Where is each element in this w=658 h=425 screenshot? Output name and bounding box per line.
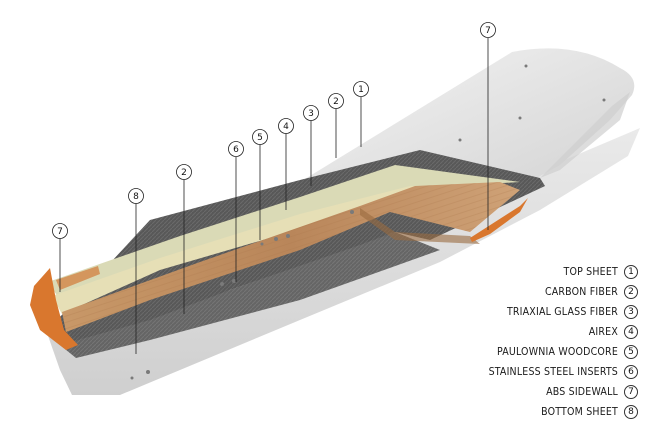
legend-item-abs-sidewall: ABS SIDEWALL 7 (470, 382, 638, 402)
legend-number: 8 (624, 405, 638, 419)
legend-item-airex: AIREX 4 (470, 322, 638, 342)
legend-number: 2 (624, 285, 638, 299)
legend-item-paulownia-woodcore: PAULOWNIA WOODCORE 5 (470, 342, 638, 362)
abs-sidewall-nose (470, 198, 528, 242)
legend-label: CARBON FIBER (544, 286, 618, 298)
callout-1: 1 (358, 85, 364, 95)
legend-item-triaxial-glass-fiber: TRIAXIAL GLASS FIBER 3 (470, 302, 638, 322)
carbon-fiber-lower (60, 232, 440, 358)
callout-7-tail: 7 (57, 227, 63, 237)
legend-number: 3 (624, 305, 638, 319)
legend-number: 4 (624, 325, 638, 339)
triaxial-glass-layer (48, 165, 520, 300)
legend-item-stainless-steel-inserts: STAINLESS STEEL INSERTS 6 (470, 362, 638, 382)
legend-label: STAINLESS STEEL INSERTS (488, 366, 618, 378)
legend-item-bottom-sheet: BOTTOM SHEET 8 (470, 402, 638, 422)
abs-sidewall-tail (30, 268, 78, 350)
legend-label: BOTTOM SHEET (541, 406, 618, 418)
callout-5: 5 (257, 133, 263, 143)
callout-4: 4 (283, 122, 289, 132)
legend-number: 1 (624, 265, 638, 279)
legend-label: ABS SIDEWALL (546, 386, 618, 398)
legend-label: PAULOWNIA WOODCORE (496, 346, 618, 358)
callout-6: 6 (233, 145, 239, 155)
legend: TOP SHEET 1 CARBON FIBER 2 TRIAXIAL GLAS… (470, 262, 638, 422)
callout-3: 3 (308, 109, 314, 119)
stainless-steel-inserts (130, 64, 606, 380)
legend-label: AIREX (588, 326, 618, 338)
callout-2: 2 (333, 97, 339, 107)
legend-label: TOP SHEET (563, 266, 618, 278)
callout-7-nose: 7 (485, 26, 491, 36)
callout-2-lower: 2 (181, 168, 187, 178)
callout-8: 8 (133, 192, 139, 202)
legend-number: 6 (624, 365, 638, 379)
legend-label: TRIAXIAL GLASS FIBER (506, 306, 618, 318)
legend-number: 7 (624, 385, 638, 399)
legend-item-carbon-fiber: CARBON FIBER 2 (470, 282, 638, 302)
legend-number: 5 (624, 345, 638, 359)
legend-item-top-sheet: TOP SHEET 1 (470, 262, 638, 282)
